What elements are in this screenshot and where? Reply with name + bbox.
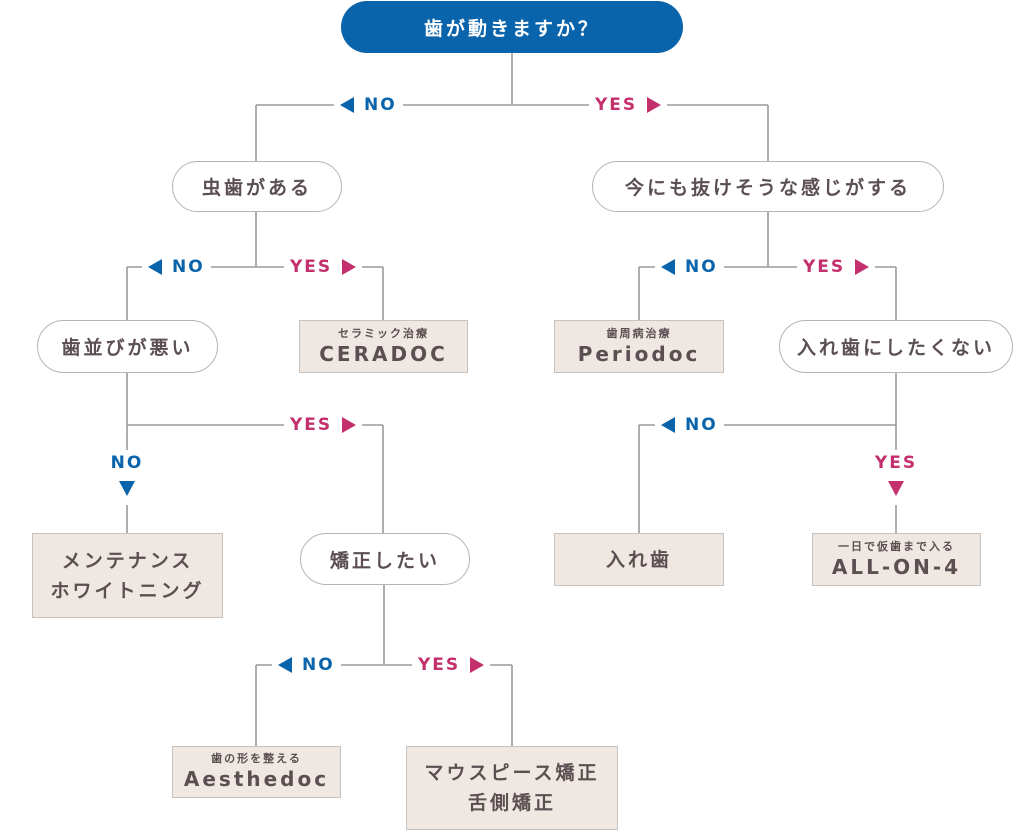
- result-caption: 歯の形を整える: [211, 752, 302, 765]
- branch-label-no: NO: [655, 414, 724, 436]
- triangle-down-icon: [119, 481, 135, 496]
- branch-no-text: NO: [110, 453, 144, 473]
- branch-yes-text: YES: [418, 655, 461, 675]
- result-line: メンテナンス: [61, 549, 194, 572]
- branch-no-text: NO: [364, 95, 397, 115]
- branch-label-yes: YES: [284, 256, 363, 278]
- branch-yes-text: YES: [803, 257, 846, 277]
- result-caption: セラミック治療: [338, 326, 429, 340]
- branch-label-yes: YES: [412, 654, 491, 676]
- root-question-text: 歯が動きますか？: [423, 17, 600, 40]
- branch-label-no: NO: [334, 94, 403, 116]
- result-line: マウスピース矯正: [424, 762, 600, 784]
- triangle-left-icon: [148, 259, 162, 275]
- triangle-right-icon: [855, 259, 870, 275]
- branch-no-text: NO: [302, 655, 335, 675]
- question-text: 虫歯がある: [201, 177, 312, 199]
- question-cavity: 虫歯がある: [172, 161, 342, 212]
- question-text: 今にも抜けそうな感じがする: [624, 177, 911, 199]
- root-question: 歯が動きますか？: [341, 1, 683, 53]
- question-text: 歯並びが悪い: [61, 337, 194, 359]
- branch-label-yes: YES: [284, 414, 363, 436]
- result-mouthpiece-lingual: マウスピース矯正 舌側矯正: [406, 746, 618, 830]
- branch-no-text: NO: [685, 257, 718, 277]
- branch-label-yes: YES: [589, 94, 668, 116]
- question-text: 入れ歯にしたくない: [796, 337, 995, 359]
- branch-yes-text: YES: [290, 257, 333, 277]
- branch-label-no-down: NO: [97, 453, 157, 496]
- question-alignment: 歯並びが悪い: [37, 320, 218, 373]
- branch-label-no: NO: [142, 256, 211, 278]
- triangle-right-icon: [342, 417, 357, 433]
- question-no-denture: 入れ歯にしたくない: [779, 320, 1013, 373]
- result-all-on-4: 一日で仮歯まで入る ALL-ON-4: [812, 533, 981, 586]
- result-line: 舌側矯正: [467, 792, 556, 814]
- branch-label-no: NO: [655, 256, 724, 278]
- result-name: Periodoc: [577, 341, 701, 366]
- triangle-left-icon: [340, 97, 354, 113]
- result-ceradoc: セラミック治療 CERADOC: [299, 320, 468, 373]
- branch-yes-text: YES: [595, 95, 638, 115]
- branch-no-text: NO: [172, 257, 205, 277]
- branch-label-no: NO: [272, 654, 341, 676]
- triangle-right-icon: [647, 97, 662, 113]
- triangle-left-icon: [661, 259, 675, 275]
- triangle-right-icon: [470, 657, 485, 673]
- question-text: 矯正したい: [329, 549, 440, 572]
- triangle-left-icon: [661, 417, 675, 433]
- result-line: ホワイトニング: [50, 579, 205, 602]
- result-name: CERADOC: [319, 341, 448, 366]
- result-maintenance-whitening: メンテナンス ホワイトニング: [32, 533, 223, 618]
- result-name: ALL-ON-4: [831, 554, 962, 579]
- branch-no-text: NO: [685, 415, 718, 435]
- branch-label-yes: YES: [797, 256, 876, 278]
- question-orthodontics: 矯正したい: [300, 533, 470, 585]
- result-name: Aesthedoc: [183, 767, 330, 791]
- branch-label-yes-down: YES: [866, 453, 926, 496]
- triangle-down-icon: [888, 481, 904, 496]
- result-denture: 入れ歯: [554, 533, 724, 586]
- result-caption: 一日で仮歯まで入る: [838, 539, 955, 553]
- result-aesthedoc: 歯の形を整える Aesthedoc: [172, 746, 341, 798]
- branch-yes-text: YES: [290, 415, 333, 435]
- branch-yes-text: YES: [874, 453, 918, 473]
- triangle-right-icon: [342, 259, 357, 275]
- triangle-left-icon: [278, 657, 292, 673]
- result-periodoc: 歯周病治療 Periodoc: [554, 320, 724, 373]
- question-loose-tooth: 今にも抜けそうな感じがする: [592, 161, 944, 212]
- result-name: 入れ歯: [605, 548, 672, 571]
- result-caption: 歯周病治療: [606, 326, 672, 340]
